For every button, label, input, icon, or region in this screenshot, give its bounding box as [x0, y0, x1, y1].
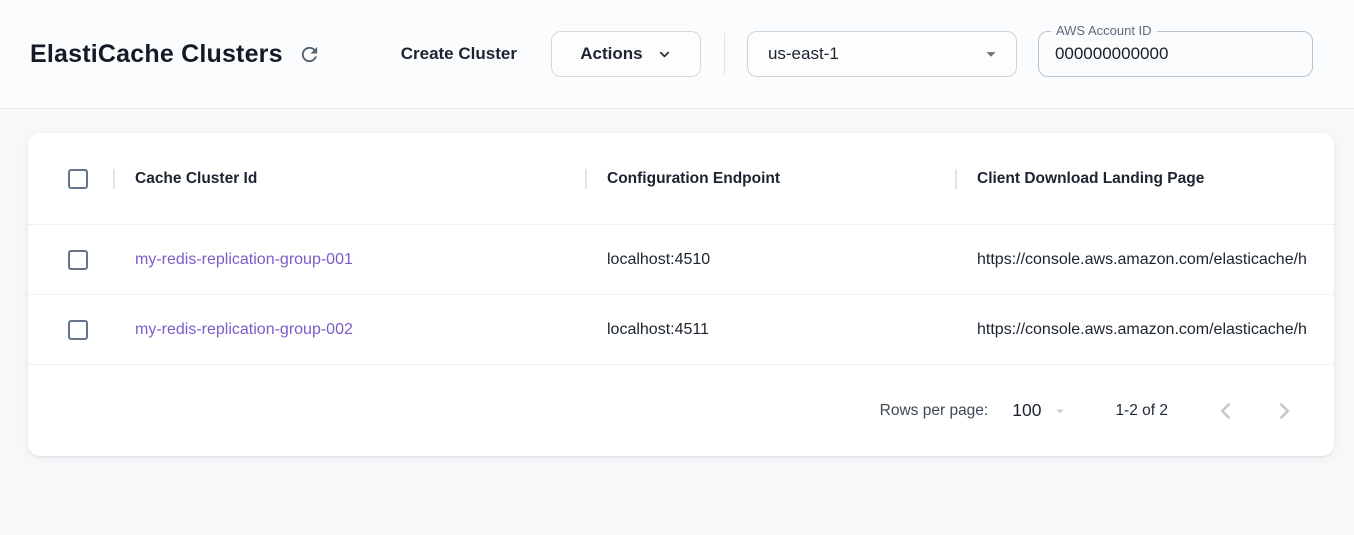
table-row: my-redis-replication-group-002 localhost… — [28, 295, 1334, 365]
cell-client-download: https://console.aws.amazon.com/elasticac… — [955, 321, 1334, 339]
client-download-url: https://console.aws.amazon.com/elasticac… — [977, 320, 1307, 338]
cluster-id-link[interactable]: my-redis-replication-group-001 — [135, 250, 353, 268]
row-checkbox-cell — [28, 249, 113, 270]
cell-client-download: https://console.aws.amazon.com/elasticac… — [955, 251, 1334, 269]
rows-per-page-value: 100 — [1012, 400, 1042, 420]
create-cluster-button[interactable]: Create Cluster — [400, 44, 517, 63]
aws-account-id-label: AWS Account ID — [1050, 23, 1157, 38]
rows-per-page-select[interactable]: 100 — [1012, 400, 1069, 421]
actions-button[interactable]: Actions — [550, 31, 701, 77]
previous-page-button[interactable] — [1212, 397, 1240, 425]
column-header-label: Cache Cluster Id — [135, 169, 258, 187]
column-separator — [113, 168, 115, 189]
next-page-button[interactable] — [1270, 397, 1298, 425]
select-all-checkbox[interactable] — [68, 168, 88, 189]
chevron-down-icon — [657, 47, 672, 62]
configuration-endpoint-value: localhost:4511 — [607, 320, 709, 338]
table-row: my-redis-replication-group-001 localhost… — [28, 225, 1334, 295]
cell-cache-cluster-id: my-redis-replication-group-002 — [113, 321, 585, 339]
clusters-table-card: Cache Cluster Id Configuration Endpoint … — [28, 133, 1334, 456]
table-pagination: Rows per page: 100 1-2 of 2 — [28, 365, 1334, 456]
actions-button-label: Actions — [580, 44, 643, 63]
cell-cache-cluster-id: my-redis-replication-group-001 — [113, 251, 585, 269]
header-cell-cache-cluster-id: Cache Cluster Id — [113, 168, 585, 189]
region-select-value: us-east-1 — [767, 44, 839, 63]
region-select[interactable]: us-east-1 — [746, 31, 1017, 77]
configuration-endpoint-value: localhost:4510 — [607, 250, 711, 268]
rows-per-page-label: Rows per page: — [879, 401, 989, 419]
column-header-label: Configuration Endpoint — [607, 169, 781, 187]
chevron-right-icon — [1271, 398, 1297, 424]
aws-account-id-field: AWS Account ID — [1037, 23, 1313, 77]
header-cell-client-download: Client Download Landing Page — [955, 168, 1334, 189]
refresh-icon — [298, 43, 321, 66]
header-cell-configuration-endpoint: Configuration Endpoint — [585, 168, 955, 189]
header-checkbox-cell — [28, 168, 113, 189]
chevron-left-icon — [1213, 398, 1239, 424]
cell-configuration-endpoint: localhost:4511 — [585, 321, 955, 339]
cell-configuration-endpoint: localhost:4510 — [585, 251, 955, 269]
aws-account-id-input[interactable] — [1038, 44, 1312, 64]
column-separator — [955, 168, 957, 189]
row-checkbox[interactable] — [68, 249, 88, 270]
table-header-row: Cache Cluster Id Configuration Endpoint … — [28, 133, 1334, 225]
refresh-button[interactable] — [293, 37, 327, 71]
caret-down-icon — [980, 43, 1002, 65]
column-separator — [585, 168, 587, 189]
pagination-range-label: 1-2 of 2 — [1115, 401, 1168, 419]
cluster-id-link[interactable]: my-redis-replication-group-002 — [135, 320, 353, 338]
row-checkbox[interactable] — [68, 319, 88, 340]
column-header-label: Client Download Landing Page — [977, 169, 1205, 187]
caret-down-icon — [1051, 402, 1069, 420]
client-download-url: https://console.aws.amazon.com/elasticac… — [977, 250, 1307, 268]
header-divider — [723, 33, 725, 75]
page-title: ElastiCache Clusters — [30, 39, 283, 68]
row-checkbox-cell — [28, 319, 113, 340]
app-header: ElastiCache Clusters Create Cluster Acti… — [0, 0, 1354, 109]
